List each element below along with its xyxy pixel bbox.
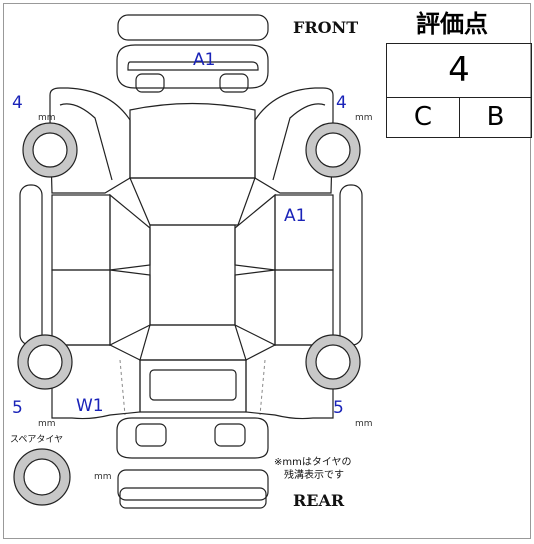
right-front-fender <box>254 87 334 194</box>
right-side-sill <box>339 184 363 346</box>
interior-grade: C <box>413 102 433 132</box>
front-bumper-outline <box>117 14 269 41</box>
grade-score: 4 <box>448 50 470 90</box>
right-rear-quarter <box>245 344 334 420</box>
tire-front-right-unit: mm <box>355 113 373 123</box>
interior-grade-cell: C <box>386 97 460 138</box>
tire-front-left <box>22 122 78 178</box>
tire-spare-unit: mm <box>94 472 112 482</box>
tire-rear-left-unit: mm <box>38 419 56 429</box>
tire-spare <box>13 448 71 506</box>
rear-light-right <box>214 423 246 447</box>
mark-left-rear: W1 <box>76 396 104 416</box>
sheet-border <box>3 3 531 539</box>
tire-rear-right-value: 5 <box>333 398 344 418</box>
rear-bumper-bottom <box>119 487 267 509</box>
tread-note-line2: 残溝表示です <box>284 470 344 481</box>
rear-light-left <box>135 423 167 447</box>
rear-bumper-outline <box>117 469 269 501</box>
tire-front-left-value: 4 <box>12 93 23 113</box>
front-panel-outline <box>116 44 269 89</box>
tire-rear-left-value: 5 <box>12 398 23 418</box>
rear-window-outline <box>139 324 247 361</box>
left-rear-quarter <box>51 344 141 420</box>
left-front-fender <box>49 87 131 194</box>
rear-label: REAR <box>293 491 345 510</box>
left-side-sill <box>19 184 43 346</box>
tire-front-left-unit: mm <box>38 113 56 123</box>
left-front-door <box>51 194 111 271</box>
hood-outline <box>129 102 256 179</box>
exterior-grade: B <box>486 102 505 132</box>
front-grille-left <box>135 73 165 93</box>
grade-score-cell: 4 <box>386 43 532 98</box>
windshield-outline <box>129 177 256 226</box>
tire-rear-left <box>17 334 73 390</box>
tire-rear-right <box>305 334 361 390</box>
rear-panel-outline <box>116 417 269 459</box>
left-rear-door <box>51 269 111 346</box>
tire-front-right <box>305 122 361 178</box>
tire-rear-right-unit: mm <box>355 419 373 429</box>
front-grille-right <box>219 73 249 93</box>
roof-outline <box>149 224 236 326</box>
spare-tire-label: スペアタイヤ <box>10 435 64 445</box>
mark-right-front-door: A1 <box>284 206 307 226</box>
tire-front-right-value: 4 <box>336 93 347 113</box>
mark-front-bumper: A1 <box>193 50 216 70</box>
grade-box: 評価点 4 C B <box>386 10 532 140</box>
grade-title: 評価点 <box>416 10 488 38</box>
tread-note-line1: ※mmはタイヤの <box>274 457 352 468</box>
right-rear-door <box>274 269 334 346</box>
exterior-grade-cell: B <box>459 97 532 138</box>
front-label: FRONT <box>293 18 359 37</box>
trunk-outline <box>139 359 247 413</box>
